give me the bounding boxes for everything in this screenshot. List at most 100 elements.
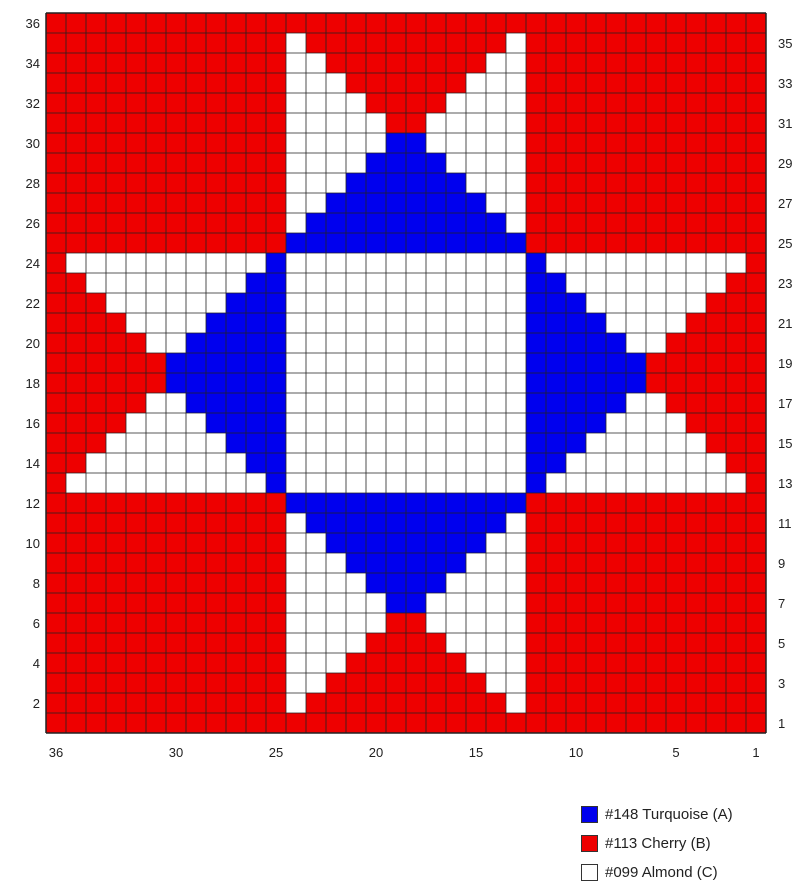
cell-r16-c20 [366,413,386,433]
cell-r31-c13 [506,113,526,133]
cell-r5-c19 [386,633,406,653]
cell-r9-c33 [106,553,126,573]
cell-r24-c25 [266,253,286,273]
cell-r1-c9 [586,713,606,733]
cell-r22-c33 [106,293,126,313]
cell-r5-c10 [566,633,586,653]
legend-label-turquoise: #148 Turquoise (A) [605,806,733,823]
cell-r2-c6 [646,693,666,713]
row-label-left: 8 [33,576,40,591]
cell-r9-c25 [266,553,286,573]
cell-r7-c19 [386,593,406,613]
cell-r24-c12 [526,253,546,273]
cell-r34-c35 [66,53,86,73]
cell-r20-c2 [726,333,746,353]
cell-r10-c12 [526,533,546,553]
cell-r5-c21 [346,633,366,653]
cell-r2-c31 [146,693,166,713]
cell-r16-c32 [126,413,146,433]
cell-r6-c22 [326,613,346,633]
cell-r34-c1 [746,53,766,73]
cell-r18-c19 [386,373,406,393]
cell-r23-c21 [346,273,366,293]
cell-r8-c34 [86,573,106,593]
cell-r20-c4 [686,333,706,353]
cell-r13-c12 [526,473,546,493]
cell-r34-c6 [646,53,666,73]
cell-r23-c27 [226,273,246,293]
cell-r29-c26 [246,153,266,173]
cell-r1-c28 [206,713,226,733]
cell-r15-c28 [206,433,226,453]
cell-r18-c15 [466,373,486,393]
cell-r16-c13 [506,413,526,433]
cell-r9-c14 [486,553,506,573]
cell-r23-c13 [506,273,526,293]
cell-r6-c20 [366,613,386,633]
cell-r4-c7 [626,653,646,673]
cell-r28-c22 [326,173,346,193]
cell-r17-c20 [366,393,386,413]
cell-r10-c4 [686,533,706,553]
cell-r16-c11 [546,413,566,433]
cell-r33-c10 [566,73,586,93]
cell-r6-c34 [86,613,106,633]
cell-r36-c26 [246,13,266,33]
cell-r13-c10 [566,473,586,493]
cell-r9-c12 [526,553,546,573]
cell-r27-c18 [406,193,426,213]
cell-r15-c9 [586,433,606,453]
cell-r4-c28 [206,653,226,673]
cell-r5-c35 [66,633,86,653]
cell-r35-c19 [386,33,406,53]
cell-r29-c5 [666,153,686,173]
cell-r6-c15 [466,613,486,633]
cell-r1-c34 [86,713,106,733]
cell-r26-c20 [366,213,386,233]
cell-r30-c32 [126,133,146,153]
cell-r10-c31 [146,533,166,553]
cell-r17-c31 [146,393,166,413]
cell-r35-c5 [666,33,686,53]
cell-r25-c10 [566,233,586,253]
cell-r22-c27 [226,293,246,313]
cell-r31-c30 [166,113,186,133]
cell-r13-c29 [186,473,206,493]
cell-r12-c36 [46,493,66,513]
cell-r22-c21 [346,293,366,313]
cell-r4-c36 [46,653,66,673]
cell-r18-c20 [366,373,386,393]
cell-r33-c33 [106,73,126,93]
cell-r22-c16 [446,293,466,313]
cell-r22-c35 [66,293,86,313]
cell-r27-c36 [46,193,66,213]
cell-r28-c28 [206,173,226,193]
row-label-left: 20 [26,336,40,351]
cell-r22-c36 [46,293,66,313]
cell-r35-c13 [506,33,526,53]
cell-r3-c23 [306,673,326,693]
cell-r33-c18 [406,73,426,93]
cell-r33-c14 [486,73,506,93]
cell-r29-c14 [486,153,506,173]
cell-r13-c33 [106,473,126,493]
cell-r33-c26 [246,73,266,93]
cell-r10-c7 [626,533,646,553]
cell-r35-c31 [146,33,166,53]
cell-r24-c20 [366,253,386,273]
cell-r20-c1 [746,333,766,353]
cell-r1-c5 [666,713,686,733]
cell-r9-c35 [66,553,86,573]
cell-r35-c20 [366,33,386,53]
cell-r36-c1 [746,13,766,33]
cell-r9-c5 [666,553,686,573]
cell-r10-c6 [646,533,666,553]
cell-r25-c16 [446,233,466,253]
row-label-right: 33 [778,76,792,91]
cell-r16-c24 [286,413,306,433]
cell-r27-c2 [726,193,746,213]
cell-r10-c29 [186,533,206,553]
cell-r33-c1 [746,73,766,93]
cell-r13-c13 [506,473,526,493]
cell-r27-c15 [466,193,486,213]
